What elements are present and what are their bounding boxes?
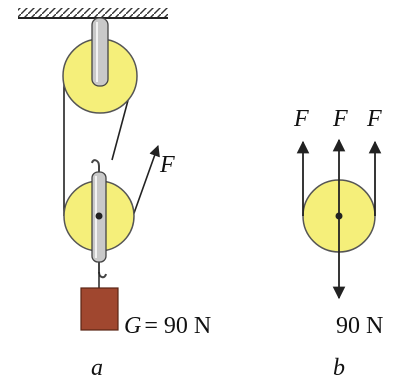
weight-block	[80, 287, 119, 331]
load-label: 90 N	[336, 313, 383, 339]
free-body-axle	[335, 212, 343, 220]
force-f-label-2: F	[332, 106, 348, 132]
ceiling-hatching	[18, 8, 168, 18]
weight-value: = 90 N	[144, 313, 211, 339]
force-f-label-3: F	[366, 106, 382, 132]
bottom-hook	[98, 262, 107, 279]
weight-label: G= 90 N	[124, 313, 211, 339]
top-hook	[91, 159, 100, 172]
caption-a: a	[91, 355, 103, 381]
weight-symbol: G	[124, 313, 141, 339]
force-f-label-a: F	[159, 152, 175, 178]
fixed-pulley-bracket	[91, 17, 109, 87]
movable-pulley	[63, 159, 135, 288]
figure-b: F F F 90 N b	[293, 106, 383, 381]
figure-a: F G= 90 N a	[18, 8, 211, 381]
force-f-label-1: F	[293, 106, 309, 132]
fixed-pulley	[62, 17, 138, 114]
caption-b: b	[333, 355, 345, 381]
movable-pulley-axle	[95, 212, 103, 220]
rope-pull-f	[132, 144, 160, 217]
ceiling	[18, 8, 168, 19]
